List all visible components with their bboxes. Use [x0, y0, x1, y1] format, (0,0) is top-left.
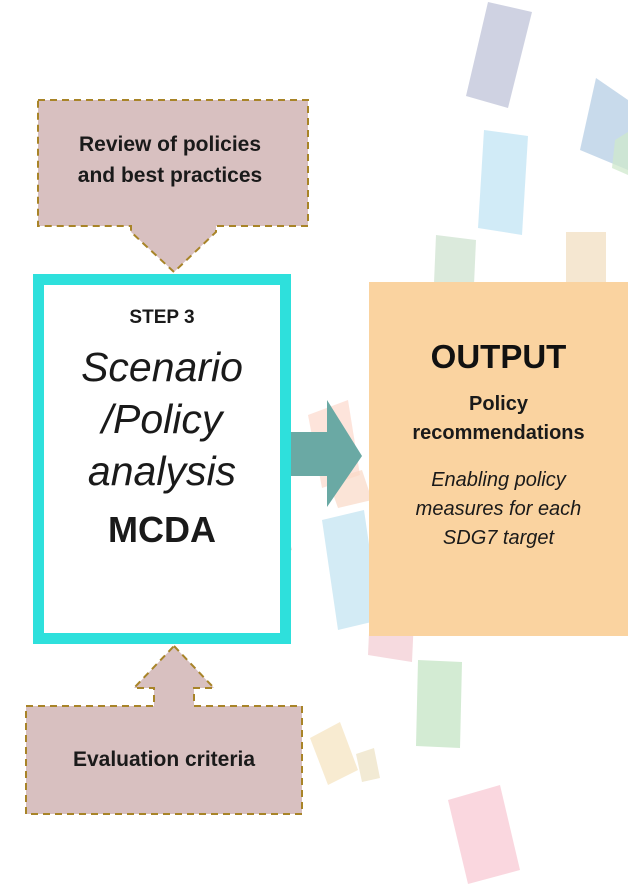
step-label: STEP 3	[129, 307, 195, 328]
step-3-box: STEP 3 Scenario /Policy analysis MCDA	[33, 274, 291, 644]
output-title: OUTPUT	[430, 338, 567, 375]
evaluation-label-text: Evaluation criteria	[72, 748, 256, 771]
output-subtitle: Policy recommendations	[412, 393, 585, 444]
output-box: OUTPUT Policy recommendations Enabling p…	[369, 282, 628, 636]
output-description: Enabling policy measures for each SDG7 t…	[415, 469, 582, 549]
review-arrow-outline	[37, 99, 309, 274]
right-arrow	[290, 400, 362, 507]
step-method: MCDA	[108, 509, 216, 550]
evaluation-box-label: Evaluation criteria	[28, 705, 300, 815]
step-title: Scenario /Policy analysis	[81, 344, 243, 494]
review-box-label: Review of policies and best practices	[40, 100, 300, 220]
evaluation-arrow-outline	[25, 644, 303, 815]
review-label-text: Review of policies and best practices	[77, 133, 263, 187]
